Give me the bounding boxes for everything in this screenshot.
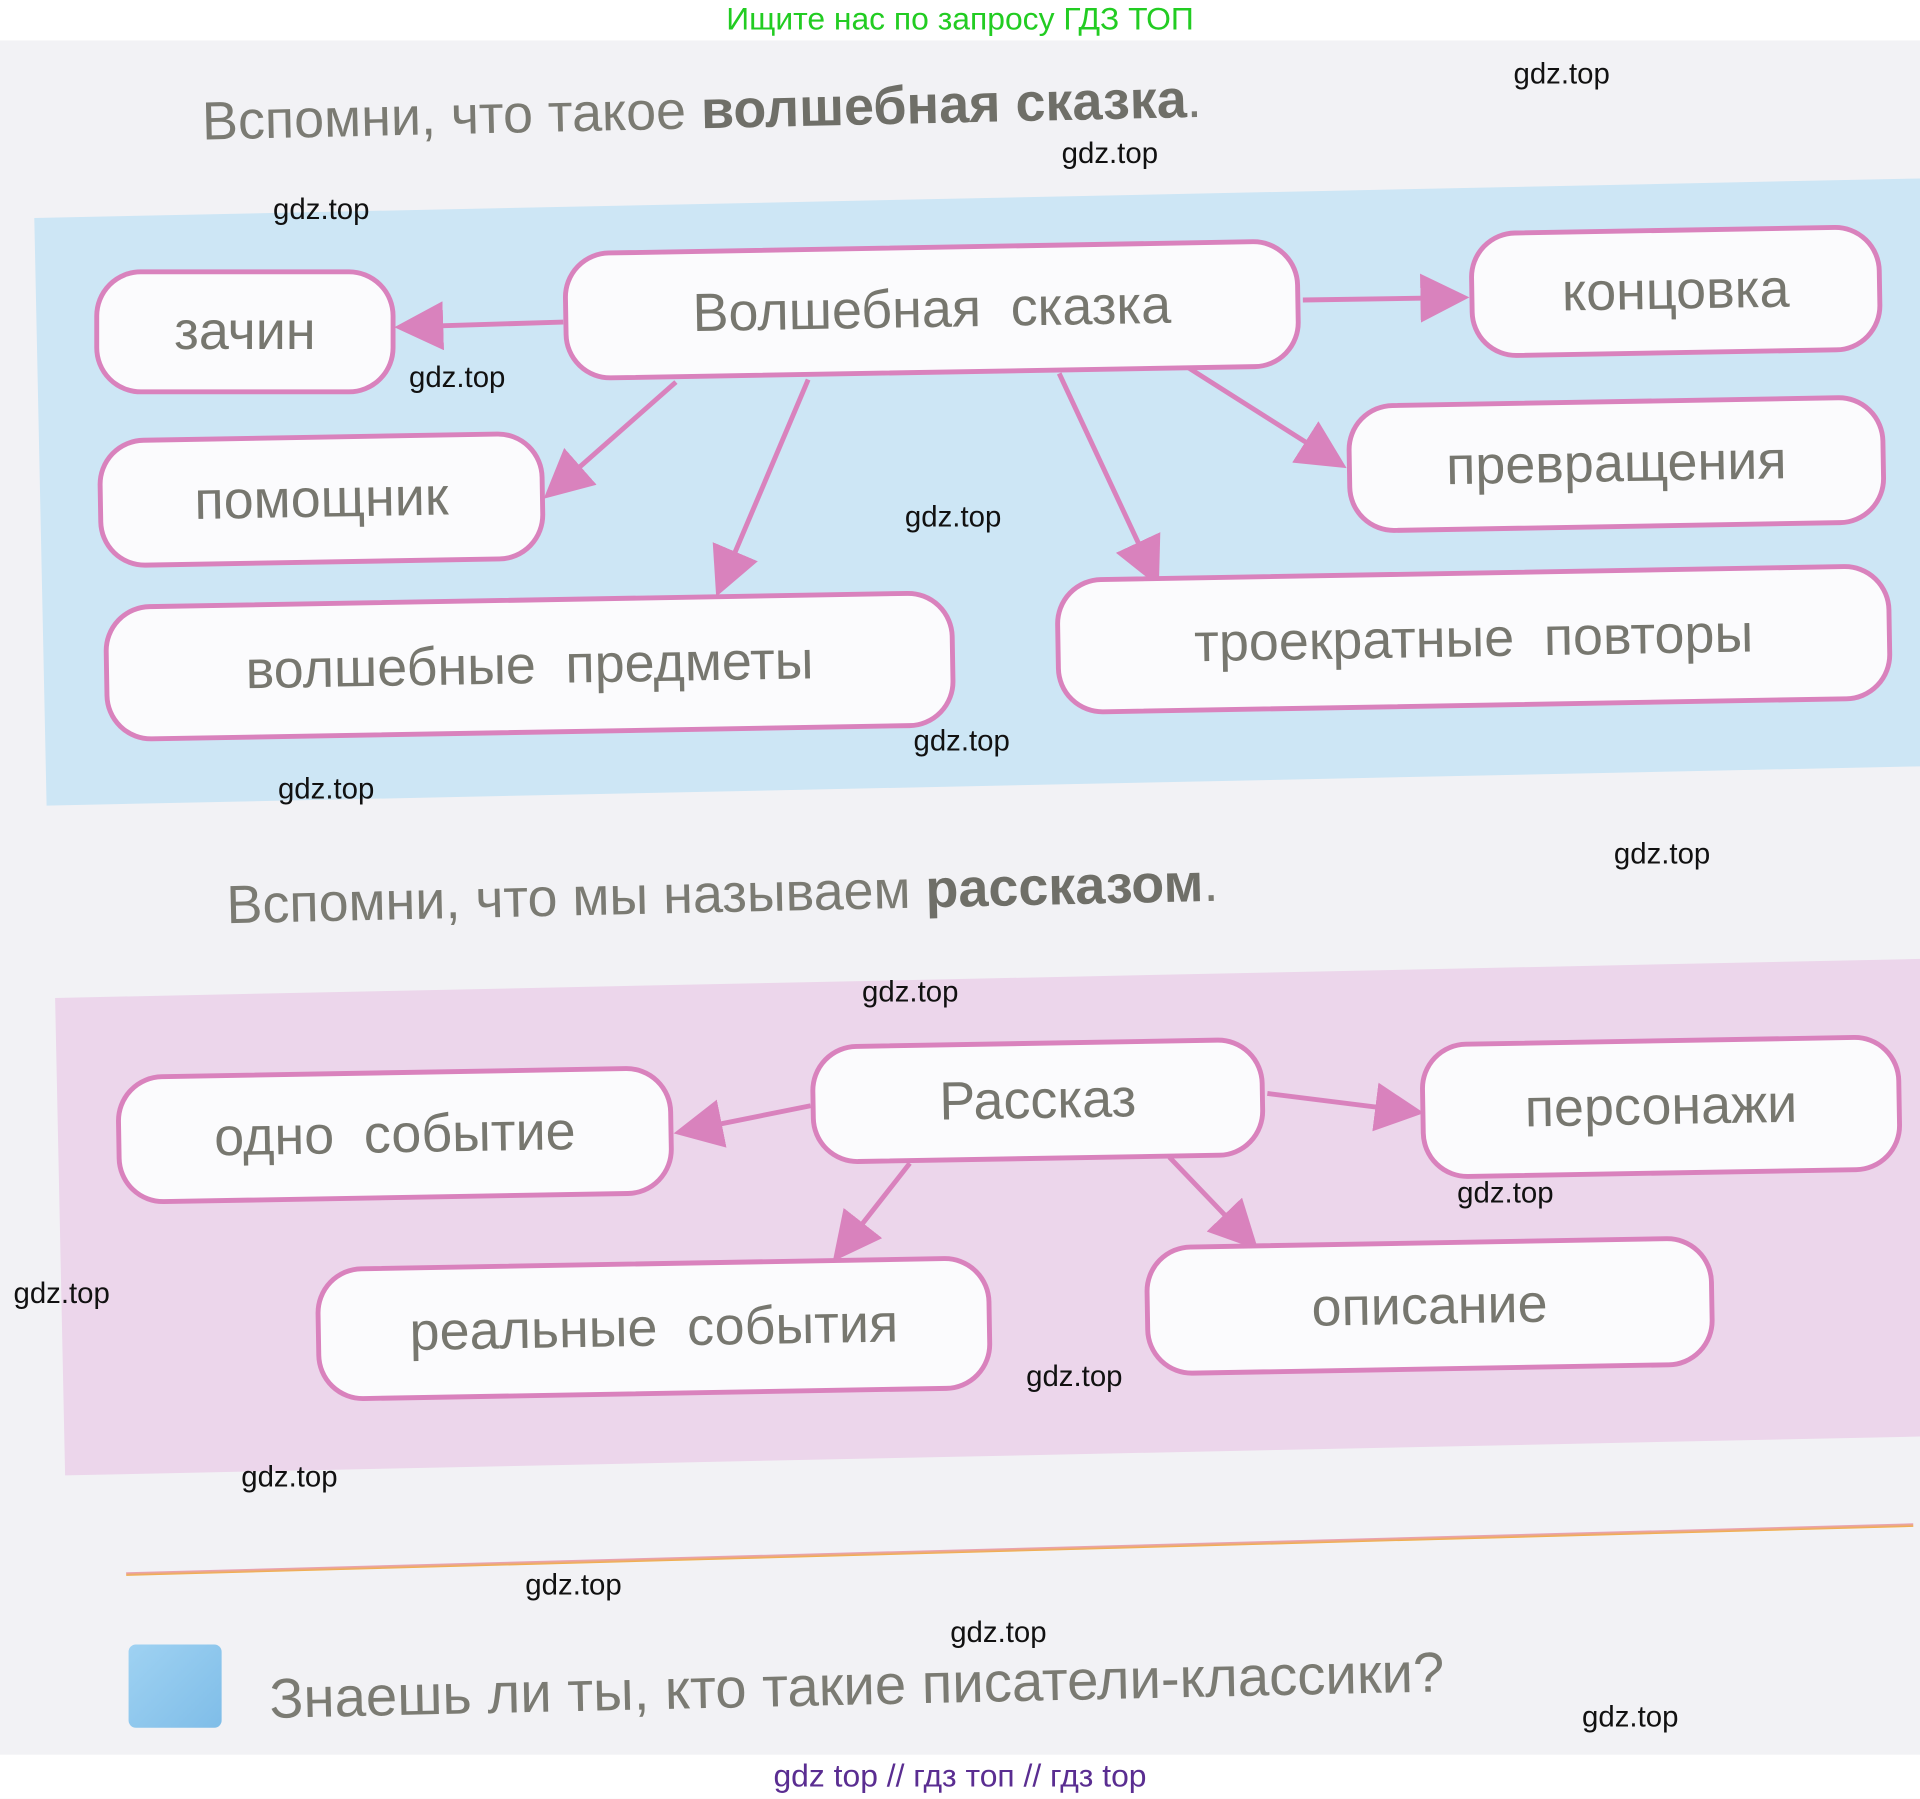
top-banner: Ищите нас по запросу ГДЗ ТОП (0, 0, 1920, 41)
watermark: gdz.top (277, 772, 375, 806)
arrow-kontsovka (1302, 273, 1470, 323)
watermark: gdz.top (1513, 57, 1610, 91)
watermark: gdz.top (273, 193, 370, 227)
arrow-prevrashcheniya (1186, 365, 1347, 469)
arrow-povtory (1056, 372, 1161, 587)
watermark: gdz.top (241, 1460, 338, 1494)
watermark: gdz.top (1457, 1176, 1554, 1210)
watermark: gdz.top (1582, 1700, 1679, 1734)
watermark: gdz.top (950, 1616, 1047, 1650)
watermark: gdz.top (913, 724, 1010, 758)
watermark: gdz.top (1061, 137, 1159, 171)
watermark: gdz.top (408, 361, 506, 395)
arrow-predmety (712, 378, 811, 597)
node-characters: персонажи (1419, 1034, 1903, 1180)
watermark: gdz.top (13, 1277, 110, 1311)
watermark: gdz.top (862, 975, 959, 1009)
node-description: описание (1143, 1235, 1716, 1377)
watermark: gdz.top (1026, 1360, 1123, 1394)
node-center-story: Рассказ (809, 1036, 1266, 1165)
blue-square-marker (128, 1644, 222, 1728)
arrow-zachin (394, 301, 564, 351)
watermark: gdz.top (525, 1568, 622, 1602)
node-zachin: зачин (94, 269, 396, 395)
bottom-banner: gdz top // гдз топ // гдз top (0, 1754, 1920, 1799)
node-one-event: одно событие (115, 1065, 675, 1205)
watermark: gdz.top (1613, 837, 1711, 871)
node-real-events: реальные события (314, 1255, 993, 1402)
watermark: gdz.top (904, 500, 1002, 534)
arrow-pomoshchnik (543, 380, 678, 499)
